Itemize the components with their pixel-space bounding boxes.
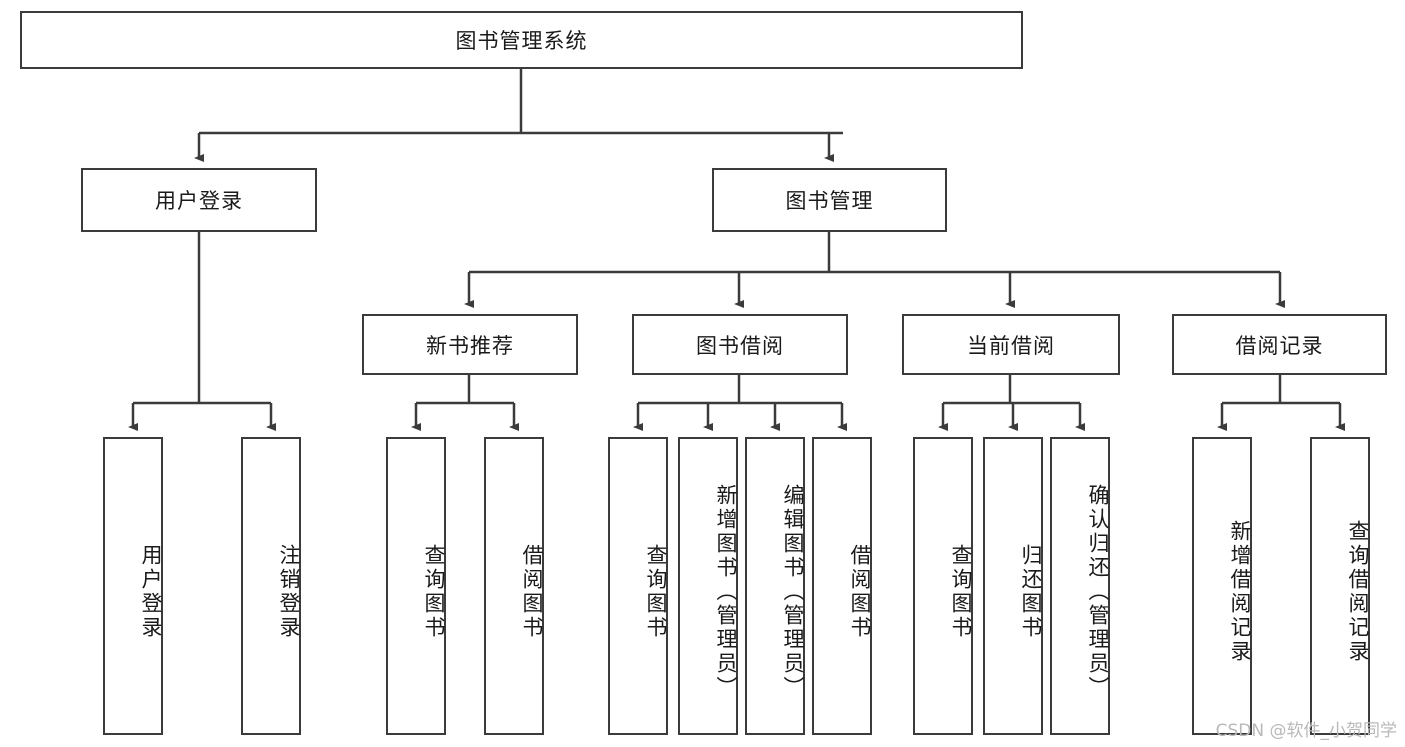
leaf-borrow-add-book-admin-label: 新增图书（管理员）	[714, 484, 738, 700]
node-new-book-recommend-label: 新书推荐	[426, 333, 514, 358]
leaf-newbook-query-book-label: 查询图书	[422, 544, 446, 640]
watermark: CSDN @软件_小贺同学	[1215, 721, 1397, 741]
leaf-newbook-borrow-book-label: 借阅图书	[520, 544, 544, 640]
leaf-record-query-record-label: 查询借阅记录	[1346, 520, 1370, 664]
leaf-user-login-label: 用户登录	[139, 544, 163, 640]
node-book-borrow[interactable]: 图书借阅	[632, 314, 848, 375]
node-book-management[interactable]: 图书管理	[712, 168, 947, 232]
node-borrow-record[interactable]: 借阅记录	[1172, 314, 1387, 375]
node-user-login[interactable]: 用户登录	[81, 168, 317, 232]
node-root-label: 图书管理系统	[455, 29, 588, 53]
leaf-newbook-query-book[interactable]: 查询图书	[386, 437, 446, 735]
node-book-borrow-label: 图书借阅	[696, 333, 784, 358]
leaf-current-query-book-label: 查询图书	[949, 544, 973, 640]
leaf-borrow-borrow-book[interactable]: 借阅图书	[812, 437, 872, 735]
leaf-current-return-book-label: 归还图书	[1019, 544, 1043, 640]
node-root[interactable]: 图书管理系统	[20, 11, 1023, 69]
leaf-borrow-edit-book-admin[interactable]: 编辑图书（管理员）	[745, 437, 805, 735]
leaf-current-confirm-return-admin[interactable]: 确认归还（管理员）	[1050, 437, 1110, 735]
leaf-user-logout-label: 注销登录	[277, 544, 301, 640]
node-user-login-label: 用户登录	[155, 189, 243, 213]
leaf-borrow-borrow-book-label: 借阅图书	[848, 544, 872, 640]
leaf-record-add-record-label: 新增借阅记录	[1228, 520, 1252, 664]
node-book-management-label: 图书管理	[785, 189, 874, 213]
leaf-current-confirm-return-admin-label: 确认归还（管理员）	[1086, 484, 1110, 700]
leaf-record-query-record[interactable]: 查询借阅记录	[1310, 437, 1370, 735]
leaf-user-login[interactable]: 用户登录	[103, 437, 163, 735]
leaf-user-logout[interactable]: 注销登录	[241, 437, 301, 735]
leaf-borrow-edit-book-admin-label: 编辑图书（管理员）	[781, 484, 805, 700]
leaf-current-return-book[interactable]: 归还图书	[983, 437, 1043, 735]
node-new-book-recommend[interactable]: 新书推荐	[362, 314, 578, 375]
leaf-record-add-record[interactable]: 新增借阅记录	[1192, 437, 1252, 735]
leaf-current-query-book[interactable]: 查询图书	[913, 437, 973, 735]
leaf-borrow-add-book-admin[interactable]: 新增图书（管理员）	[678, 437, 738, 735]
node-current-borrow[interactable]: 当前借阅	[902, 314, 1120, 375]
leaf-newbook-borrow-book[interactable]: 借阅图书	[484, 437, 544, 735]
node-borrow-record-label: 借阅记录	[1235, 333, 1324, 358]
node-current-borrow-label: 当前借阅	[967, 333, 1055, 358]
leaf-borrow-query-book[interactable]: 查询图书	[608, 437, 668, 735]
leaf-borrow-query-book-label: 查询图书	[644, 544, 668, 640]
